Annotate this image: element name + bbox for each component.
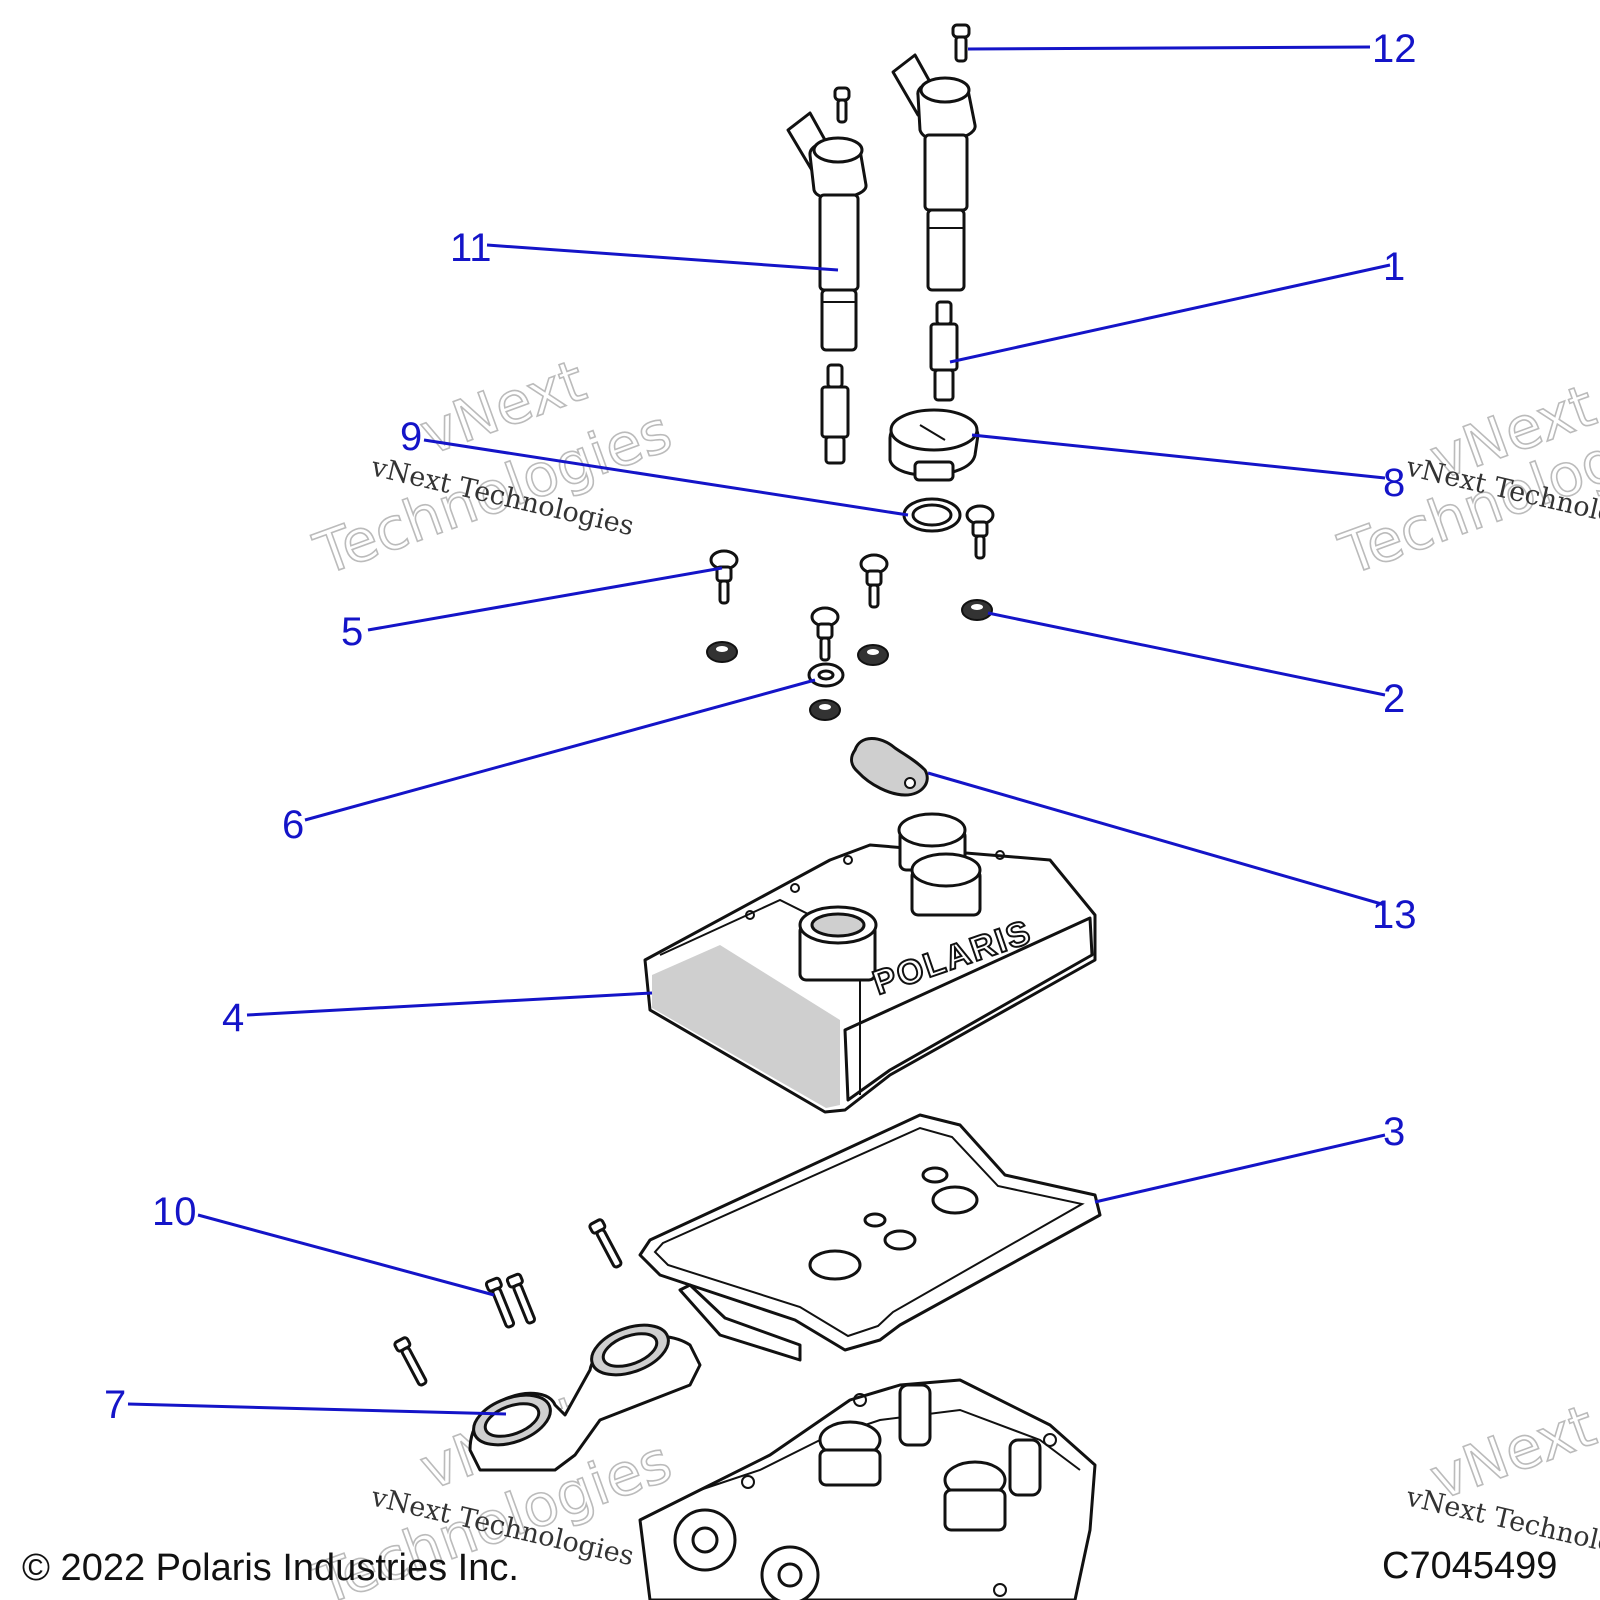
leader-12 xyxy=(967,45,1371,51)
callout-11: 11 xyxy=(450,226,492,270)
callout-2: 2 xyxy=(1383,677,1405,721)
camshaft-lobes xyxy=(818,1383,1042,1532)
leader-13 xyxy=(927,771,1386,907)
gasket-plug-holes xyxy=(808,1166,979,1281)
part-9-o-ring xyxy=(902,497,962,533)
watermark-top-right: vNext Technologies vNext Technologies xyxy=(1330,371,1600,590)
part-6-washer xyxy=(807,662,845,688)
spark-plug-left xyxy=(820,363,850,465)
leader-11 xyxy=(486,243,839,272)
callout-7: 7 xyxy=(104,1383,126,1427)
leader-5 xyxy=(367,566,723,632)
cover-coil-boss-2 xyxy=(910,852,982,917)
part-10-bolts xyxy=(393,1218,623,1387)
ignition-coil-left xyxy=(786,86,868,352)
cover-oil-fill-boss xyxy=(798,905,878,982)
callout-5: 5 xyxy=(341,610,363,654)
callout-8: 8 xyxy=(1383,461,1405,505)
ignition-coil-right xyxy=(891,53,977,292)
leader-10 xyxy=(197,1213,495,1297)
callout-4: 4 xyxy=(222,996,244,1040)
part-12-bolt xyxy=(951,23,971,63)
leader-1 xyxy=(949,263,1391,364)
head-flanges xyxy=(673,1508,820,1600)
callout-labels: 12 11 1 9 8 5 2 6 13 4 3 10 7 xyxy=(104,27,1417,1427)
callout-10: 10 xyxy=(152,1190,197,1234)
copyright-text: © 2022 Polaris Industries Inc. xyxy=(22,1547,519,1589)
part-3-gasket xyxy=(638,1113,1102,1362)
cylinder-head xyxy=(638,1378,1097,1600)
part-5-bolts xyxy=(709,504,995,662)
part-8-oil-cap xyxy=(888,408,980,482)
leader-2 xyxy=(987,611,1386,697)
part-13-plate xyxy=(850,737,929,797)
callout-1: 1 xyxy=(1383,245,1405,289)
callout-13: 13 xyxy=(1372,893,1417,937)
leader-4 xyxy=(246,991,653,1017)
part-4-valve-cover: POLARIS xyxy=(643,812,1097,1114)
callout-12: 12 xyxy=(1372,27,1417,71)
leader-3 xyxy=(1094,1133,1386,1204)
leader-7 xyxy=(127,1402,507,1416)
part-2-grommets xyxy=(706,599,993,721)
leader-lines xyxy=(127,45,1391,1416)
leader-6 xyxy=(304,678,816,822)
callout-6: 6 xyxy=(282,803,304,847)
leader-8 xyxy=(971,433,1386,480)
part-7-intake-manifold xyxy=(468,1323,702,1472)
callout-9: 9 xyxy=(400,415,422,459)
callout-3: 3 xyxy=(1383,1110,1405,1154)
leader-9 xyxy=(423,438,909,517)
spark-plug-right xyxy=(929,300,959,402)
diagram-code: C7045499 xyxy=(1382,1545,1557,1587)
watermark-top-left: vNext Technologies vNext Technologies xyxy=(305,346,681,590)
